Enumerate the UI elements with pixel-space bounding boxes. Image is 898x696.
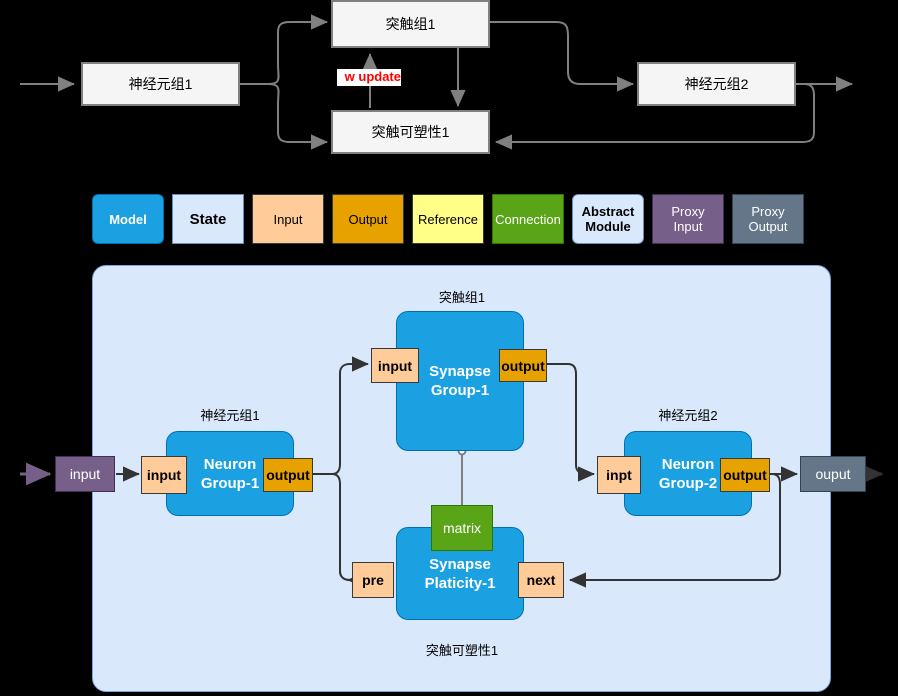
port-label: output [266, 467, 310, 483]
legend-item-abstract-module[interactable]: Abstract Module [572, 194, 644, 244]
port-label: next [526, 572, 556, 588]
legend-label: Proxy Output [748, 204, 788, 234]
module-title-line2: Group-1 [200, 474, 260, 492]
proxy-output-box[interactable]: ouput [800, 456, 866, 492]
flow-node-label: 神经元组1 [128, 76, 193, 92]
port-output-neuron-group-1[interactable]: output [263, 458, 313, 492]
port-pre-synapse-platicity-1[interactable]: pre [352, 562, 394, 598]
port-label: output [501, 357, 545, 374]
port-output-synapse-group-1[interactable]: output [499, 349, 547, 382]
flow-node-synapse-plasticity-1[interactable]: 突触可塑性1 [331, 110, 490, 154]
legend: Model State Input Output Reference Conne… [92, 194, 804, 244]
proxy-input-box[interactable]: input [55, 456, 115, 492]
port-next-synapse-platicity-1[interactable]: next [518, 562, 564, 598]
flow-node-neuron-group-2[interactable]: 神经元组2 [637, 62, 796, 106]
flow-node-label: 神经元组2 [684, 76, 749, 92]
legend-item-output[interactable]: Output [332, 194, 404, 244]
port-label: output [723, 467, 767, 483]
legend-label: Model [109, 211, 147, 227]
legend-item-proxy-output[interactable]: Proxy Output [732, 194, 804, 244]
legend-label: Output [348, 211, 388, 227]
port-label: matrix [442, 520, 482, 536]
legend-item-connection[interactable]: Connection [492, 194, 564, 244]
legend-item-input[interactable]: Input [252, 194, 324, 244]
caption-neuron-group-1: 神经元组1 [200, 408, 260, 423]
port-matrix-synapse-platicity-1[interactable]: matrix [431, 505, 493, 551]
flow-node-label: 突触组1 [385, 16, 436, 32]
legend-item-reference[interactable]: Reference [412, 194, 484, 244]
caption-synapse-group-1: 突触组1 [438, 290, 486, 305]
legend-label: Connection [495, 211, 561, 227]
port-input-neuron-group-2[interactable]: inpt [597, 456, 641, 494]
port-label: pre [362, 572, 384, 588]
edge-label-w-update: w update [337, 69, 401, 86]
flow-node-label: 突触可塑性1 [371, 124, 450, 140]
module-title-line1: Synapse [429, 363, 491, 380]
module-title-line2: Platicity-1 [424, 574, 496, 592]
port-input-synapse-group-1[interactable]: input [371, 348, 419, 383]
proxy-input-label: input [69, 466, 101, 482]
module-title-line2: Group-2 [658, 474, 718, 492]
caption-synapse-platicity-1: 突触可塑性1 [425, 643, 499, 658]
port-label: input [377, 357, 413, 374]
port-label: input [146, 467, 182, 483]
port-input-neuron-group-1[interactable]: input [141, 456, 187, 494]
legend-label: Reference [418, 211, 478, 227]
module-title-line2: Group-1 [430, 382, 490, 399]
caption-neuron-group-2: 神经元组2 [658, 408, 718, 423]
proxy-output-label: ouput [815, 466, 851, 482]
legend-label: State [189, 210, 227, 228]
port-output-neuron-group-2[interactable]: output [720, 458, 770, 492]
legend-item-state[interactable]: State [172, 194, 244, 244]
module-title-line1: Neuron [203, 455, 257, 473]
module-title-line1: Neuron [661, 455, 715, 473]
legend-item-model[interactable]: Model [92, 194, 164, 244]
module-title-line1: Synapse [429, 555, 491, 573]
flow-node-neuron-group-1[interactable]: 神经元组1 [81, 62, 240, 106]
legend-label: Input [273, 211, 303, 227]
port-label: inpt [606, 467, 632, 483]
legend-label: Proxy Input [671, 204, 705, 234]
flow-node-synapse-group-1[interactable]: 突触组1 [331, 0, 490, 48]
legend-item-proxy-input[interactable]: Proxy Input [652, 194, 724, 244]
legend-label: Abstract Module [581, 204, 635, 234]
